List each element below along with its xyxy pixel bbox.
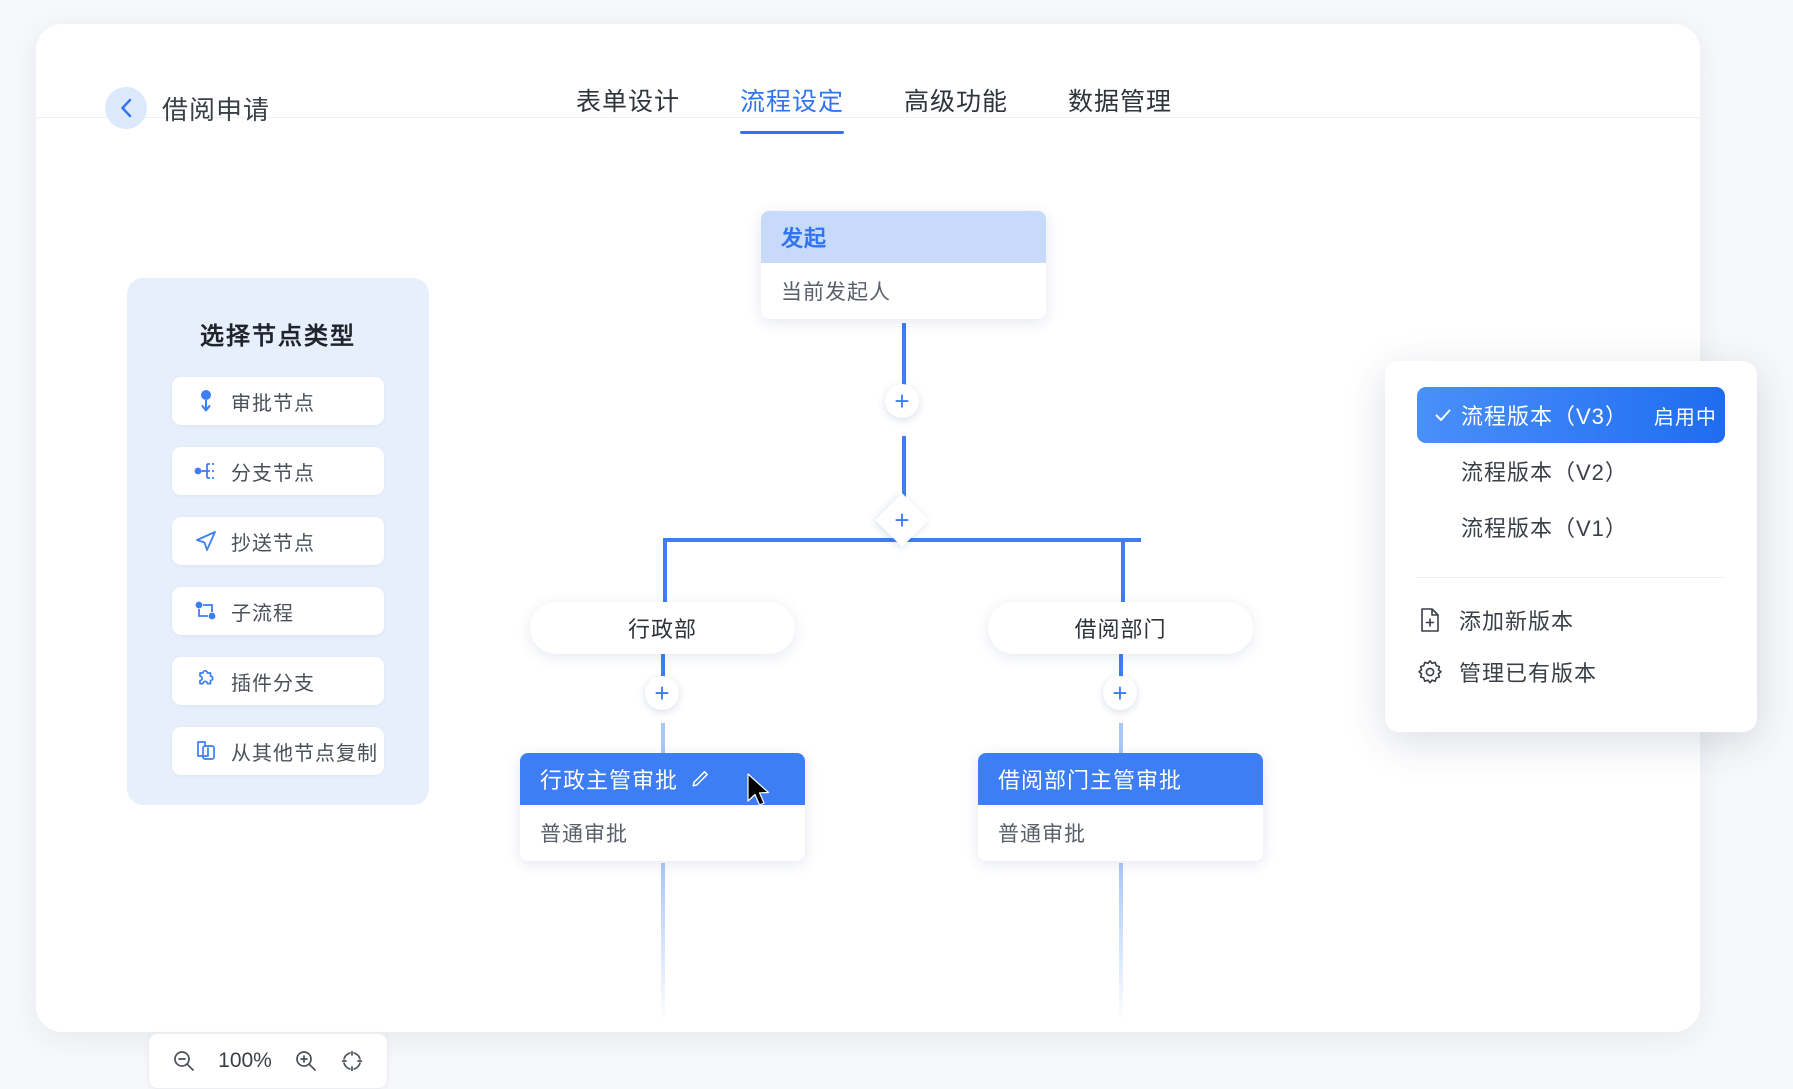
node-type-label: 抄送节点 [231,532,315,555]
subprocess-icon [194,599,218,623]
zoom-level-label: 100% [218,1049,272,1072]
connector-right-branch-down [1121,538,1125,604]
flow-node-approval-right[interactable]: 借阅部门主管审批 普通审批 [978,753,1263,861]
branch-icon [194,459,218,483]
connector-right-tail [1119,863,1123,1023]
flow-node-subtitle: 普通审批 [998,823,1086,846]
gear-icon [1417,659,1443,685]
version-item-v2[interactable]: 流程版本（V2） [1417,443,1725,499]
flow-node-title: 发起 [761,211,1046,263]
check-icon [1433,405,1453,425]
tab-advanced-features[interactable]: 高级功能 [904,88,1009,116]
version-item-label: 流程版本（V1） [1461,516,1628,541]
menu-divider [1417,577,1725,578]
page-title: 借阅申请 [162,95,271,125]
add-node-button-left-branch[interactable]: + [645,676,679,710]
version-item-label: 流程版本（V3） [1461,404,1628,429]
version-item-v1[interactable]: 流程版本（V1） [1417,499,1725,555]
approval-pin-icon [194,389,218,413]
zoom-toolbar: 100% [148,1033,388,1089]
plus-icon: + [894,386,910,416]
add-node-button-right-branch[interactable]: + [1103,676,1137,710]
status-badge: 启用中 [1653,406,1717,429]
node-type-branch[interactable]: 分支节点 [172,447,384,495]
node-type-label: 分支节点 [231,462,315,485]
flow-node-start[interactable]: 发起 当前发起人 [761,211,1046,319]
back-button[interactable] [105,87,147,129]
zoom-in-icon[interactable] [294,1049,318,1073]
fit-to-screen-icon[interactable] [340,1049,364,1073]
add-branch-button[interactable]: + [875,493,929,547]
connector-left-branch-down [663,538,667,604]
version-item-label: 流程版本（V2） [1461,460,1628,485]
chevron-left-icon [118,97,134,119]
connector-left-tail [661,863,665,1023]
branch-pill-right[interactable]: 借阅部门 [988,602,1253,654]
branch-pill-label: 行政部 [627,617,697,642]
node-type-label: 子流程 [231,602,294,625]
connector-start-to-add [902,323,906,403]
flow-node-subtitle: 当前发起人 [781,281,891,304]
add-node-button-trunk[interactable]: + [885,384,919,418]
file-plus-icon [1417,607,1443,633]
version-dropdown-menu: 流程版本（V3） 启用中 流程版本（V2） 流程版本（V1） 添加新版本 管理已… [1385,361,1757,732]
node-type-cc[interactable]: 抄送节点 [172,517,384,565]
branch-pill-label: 借阅部门 [1074,617,1167,642]
tab-process-settings[interactable]: 流程设定 [740,82,845,134]
flow-node-title: 借阅部门主管审批 [998,768,1183,793]
flow-node-approval-left[interactable]: 行政主管审批 普通审批 [520,753,805,861]
flow-node-title: 行政主管审批 [540,768,679,793]
plus-icon: + [1112,678,1128,708]
node-type-panel: 选择节点类型 审批节点 [127,278,429,805]
flow-node-title-row: 借阅部门主管审批 [978,753,1263,805]
node-type-label: 从其他节点复制 [231,742,378,765]
version-item-v3[interactable]: 流程版本（V3） 启用中 [1417,387,1725,443]
tab-bar: 表单设计 流程设定 高级功能 数据管理 [576,82,1172,134]
node-panel-title: 选择节点类型 [200,323,356,350]
app-header: 借阅申请 表单设计 流程设定 高级功能 数据管理 [36,24,1700,134]
node-type-copy-from-other[interactable]: 从其他节点复制 [172,727,384,775]
puzzle-icon [194,669,218,693]
node-type-label: 插件分支 [231,672,315,695]
connector-add-to-branch [902,436,906,504]
action-label: 添加新版本 [1459,609,1575,634]
node-type-subprocess[interactable]: 子流程 [172,587,384,635]
plus-icon: + [894,505,910,535]
flow-node-subtitle: 普通审批 [540,823,628,846]
connector-left-add-to-node [661,723,665,753]
node-type-label: 审批节点 [231,392,315,415]
manage-versions-action[interactable]: 管理已有版本 [1417,646,1725,698]
node-type-approval[interactable]: 审批节点 [172,377,384,425]
add-new-version-action[interactable]: 添加新版本 [1417,594,1725,646]
flow-node-title-row: 行政主管审批 [520,753,805,805]
action-label: 管理已有版本 [1459,661,1598,686]
send-plane-icon [194,529,218,553]
tab-form-design[interactable]: 表单设计 [576,88,681,116]
copy-icon [194,739,218,763]
plus-icon: + [654,678,670,708]
branch-pill-left[interactable]: 行政部 [530,602,795,654]
tab-data-management[interactable]: 数据管理 [1068,88,1173,116]
zoom-out-icon[interactable] [172,1049,196,1073]
pencil-icon[interactable] [690,769,710,789]
node-type-plugin-branch[interactable]: 插件分支 [172,657,384,705]
connector-right-add-to-node [1119,723,1123,753]
